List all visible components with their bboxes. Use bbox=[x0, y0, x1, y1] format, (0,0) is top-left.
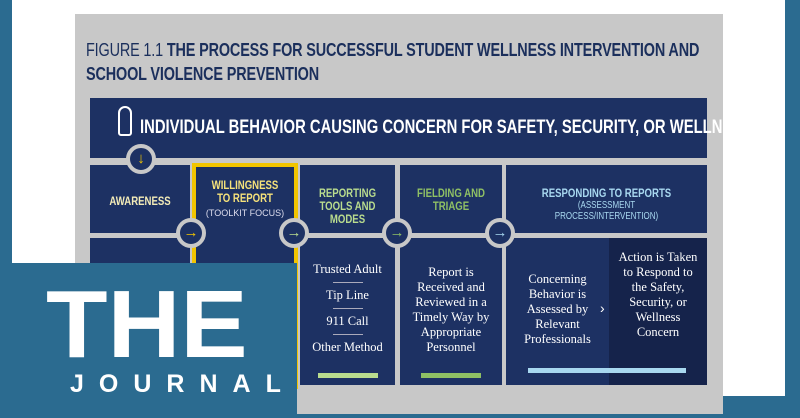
column-subtitle: (TOOLKIT FOCUS) bbox=[205, 208, 285, 218]
column-fielding: FIELDING AND TRIAGE bbox=[400, 165, 502, 233]
tool-item: Trusted Adult bbox=[313, 262, 382, 276]
arrow-down-icon: ↓ bbox=[126, 144, 156, 174]
behavior-banner: INDIVIDUAL BEHAVIOR CAUSING CONCERN FOR … bbox=[90, 98, 752, 158]
tool-item: Other Method bbox=[312, 340, 383, 354]
action-text: Action is Taken to Respond to the Safety… bbox=[618, 250, 698, 339]
column-title: WILLINGNESS TO REPORT bbox=[211, 178, 279, 205]
figure-title: FIGURE 1.1 THE PROCESS FOR SUCCESSFUL ST… bbox=[86, 38, 714, 86]
tool-item: 911 Call bbox=[326, 314, 369, 328]
assess-text: Concerning Behavior is Assessed by Relev… bbox=[524, 272, 591, 346]
arrow-right-icon: → bbox=[279, 218, 309, 248]
arrow-right-icon: → bbox=[382, 218, 412, 248]
column-title: REPORTING TOOLS AND MODES bbox=[318, 186, 377, 226]
column-reporting-tools: REPORTING TOOLS AND MODES bbox=[300, 165, 395, 233]
column-title: AWARENESS bbox=[109, 194, 171, 208]
color-bar bbox=[317, 373, 378, 378]
figure-label: FIGURE 1.1 bbox=[86, 39, 164, 60]
logo-the: THE bbox=[46, 271, 248, 378]
column-awareness: AWARENESS bbox=[90, 165, 190, 233]
column-responding: RESPONDING TO REPORTS (ASSESSMENT PROCES… bbox=[506, 165, 707, 233]
color-bar bbox=[421, 373, 481, 378]
column-subtitle: (ASSESSMENT PROCESS/INTERVENTION) bbox=[554, 200, 659, 222]
action-body: Action is Taken to Respond to the Safety… bbox=[609, 238, 707, 385]
arrow-right-icon: → bbox=[485, 218, 515, 248]
figure-title-text: THE PROCESS FOR SUCCESSFUL STUDENT WELLN… bbox=[86, 39, 700, 84]
the-journal-logo: THE JOURNAL bbox=[12, 263, 297, 418]
fielding-text: Report is Received and Reviewed in a Tim… bbox=[412, 265, 490, 354]
arrow-right-icon: → bbox=[176, 218, 206, 248]
banner-text: INDIVIDUAL BEHAVIOR CAUSING CONCERN FOR … bbox=[140, 117, 753, 138]
chevron-right-icon: › bbox=[600, 300, 605, 316]
person-icon bbox=[118, 106, 132, 136]
logo-journal: JOURNAL bbox=[70, 370, 296, 398]
tool-item: Tip Line bbox=[326, 288, 369, 302]
column-title: RESPONDING TO REPORTS bbox=[541, 186, 672, 200]
column-title: FIELDING AND TRIAGE bbox=[417, 186, 485, 213]
color-bar bbox=[528, 368, 686, 373]
fielding-body: Report is Received and Reviewed in a Tim… bbox=[400, 238, 502, 385]
assess-body: Concerning Behavior is Assessed by Relev… bbox=[506, 238, 609, 385]
reporting-tools-body: Trusted Adult Tip Line 911 Call Other Me… bbox=[300, 238, 395, 385]
